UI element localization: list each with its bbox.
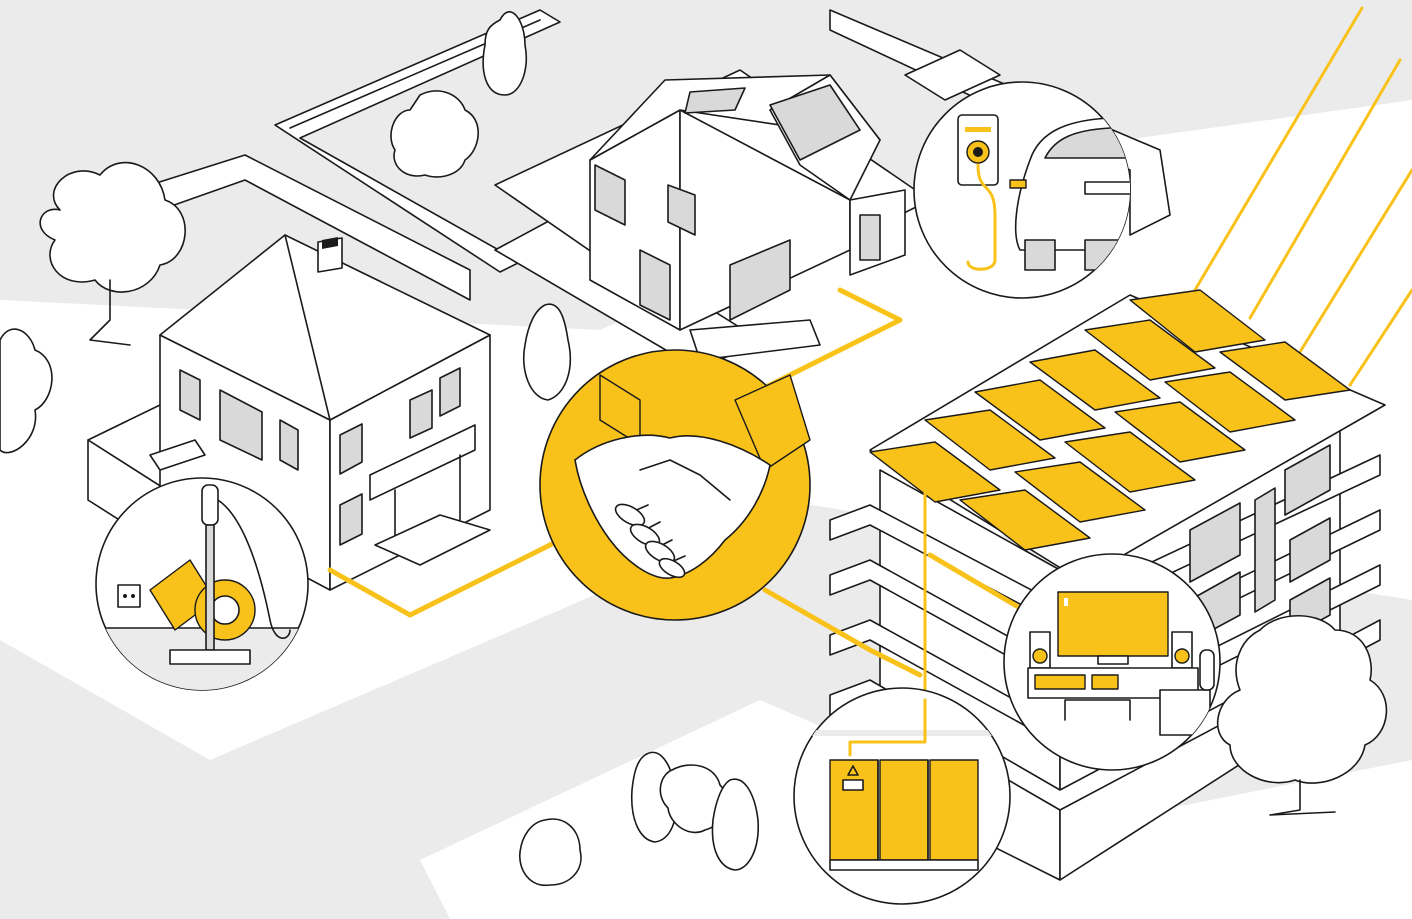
sun-ray — [1350, 290, 1412, 385]
handshake-detail — [540, 350, 810, 620]
skylight — [685, 88, 745, 113]
power-socket — [118, 585, 140, 607]
garage-door — [860, 215, 880, 260]
tv-screen — [1058, 592, 1168, 656]
tv-entertainment-detail — [1004, 554, 1220, 770]
tree — [712, 779, 758, 870]
window — [1255, 488, 1275, 612]
battery-storage-detail — [794, 688, 1010, 904]
tree — [520, 819, 581, 885]
